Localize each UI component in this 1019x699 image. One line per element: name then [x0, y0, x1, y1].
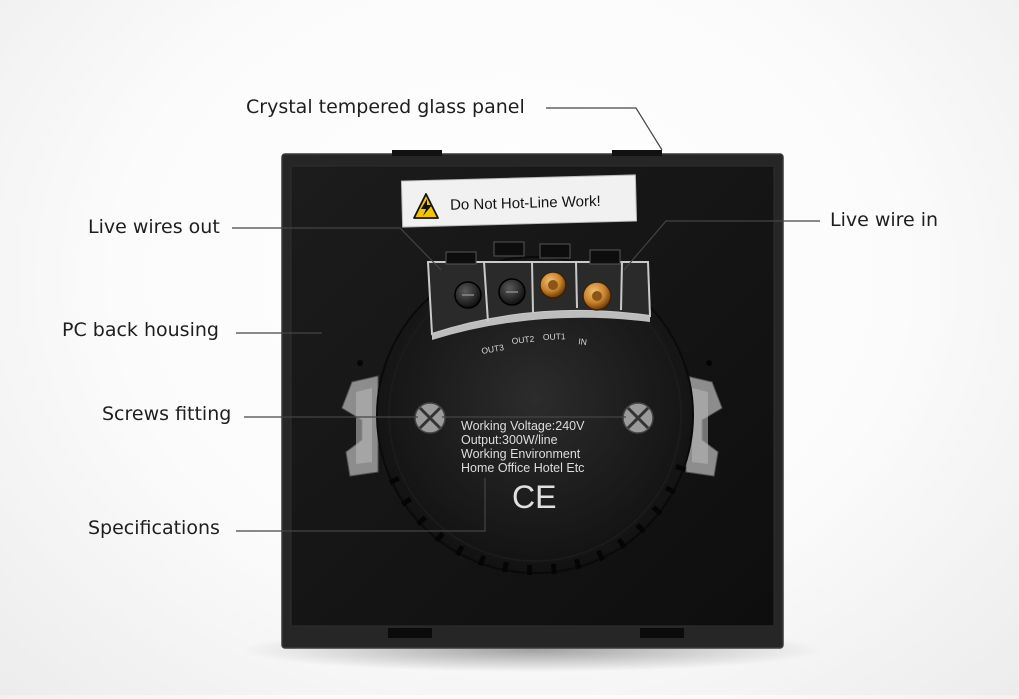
terminal-label-out1: OUT1	[543, 331, 566, 342]
terminal-label-in: IN	[578, 336, 588, 347]
panel-tab	[612, 150, 662, 156]
mount-hole	[357, 360, 363, 366]
callout-specifications: Specifications	[88, 517, 220, 539]
mount-screw-left	[415, 403, 445, 433]
mount-screw-right	[623, 403, 653, 433]
body-tooth	[553, 564, 554, 574]
body-tooth	[504, 562, 506, 572]
callout-live-wires-out: Live wires out	[88, 216, 220, 238]
body-tooth	[576, 559, 579, 569]
warning-sticker: Do Not Hot-Line Work!	[401, 175, 636, 227]
panel-tab	[392, 150, 442, 156]
mount-hole	[706, 360, 712, 366]
ce-mark: CE	[512, 479, 556, 515]
callout-back-housing: PC back housing	[62, 319, 219, 341]
spec-line-1: Working Voltage:240V	[461, 419, 585, 433]
panel-tab	[388, 628, 432, 638]
body-tooth	[676, 466, 685, 469]
callout-screws: Screws fitting	[102, 403, 231, 425]
leader-glass	[546, 108, 662, 150]
callout-glass-panel: Crystal tempered glass panel	[246, 96, 525, 118]
spec-line-4: Home Office Hotel Etc	[461, 461, 584, 475]
spec-line-3: Working Environment	[461, 447, 581, 461]
panel-tab	[640, 628, 684, 638]
callout-live-wire-in: Live wire in	[830, 209, 938, 231]
spec-line-2: Output:300W/line	[461, 433, 558, 447]
body-tooth	[480, 556, 483, 565]
